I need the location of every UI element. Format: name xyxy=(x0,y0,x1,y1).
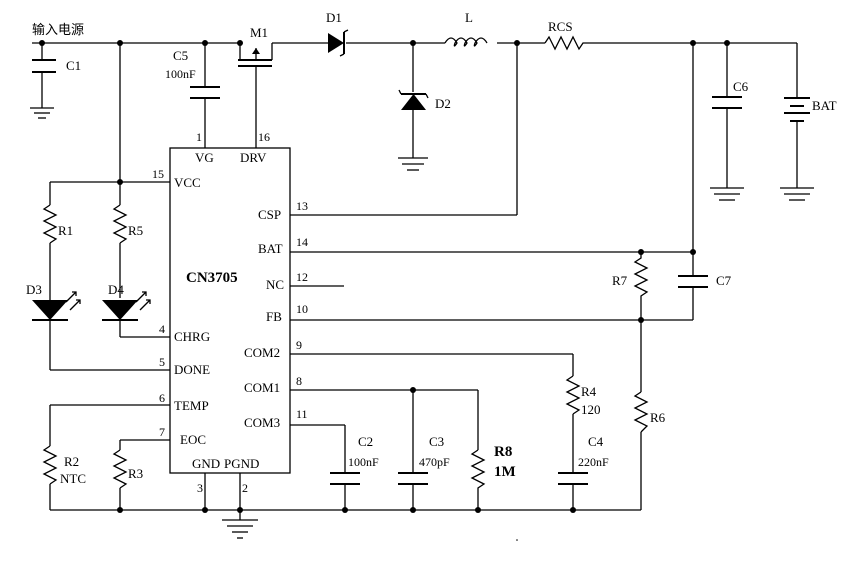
ic-name: CN3705 xyxy=(186,270,238,286)
r8-resistor xyxy=(470,449,486,510)
d2-ground xyxy=(398,157,428,171)
c3-label: C3 xyxy=(429,434,444,449)
pin-com2: COM2 xyxy=(244,345,280,360)
d2-label: D2 xyxy=(435,96,451,111)
pin-done: DONE xyxy=(174,362,210,377)
pin-num-12: 12 xyxy=(296,270,308,284)
c2-label: C2 xyxy=(358,434,373,449)
pin-csp: CSP xyxy=(258,207,281,222)
pin-com3: COM3 xyxy=(244,415,280,430)
pin-num-8: 8 xyxy=(296,374,302,388)
c5-label: C5 xyxy=(173,48,188,63)
bat-label: BAT xyxy=(812,98,837,113)
r5-resistor xyxy=(112,204,128,244)
c6-capacitor xyxy=(712,43,742,188)
r7-label: R7 xyxy=(612,273,628,288)
ic-cn3705 xyxy=(169,147,291,474)
pin-num-2: 2 xyxy=(242,481,248,495)
r2-label: R2 xyxy=(64,454,79,469)
d2-diode xyxy=(398,89,429,110)
r4-label: R4 xyxy=(581,384,597,399)
pin-num-14: 14 xyxy=(296,235,308,249)
c1-capacitor xyxy=(32,40,56,108)
r6-label: R6 xyxy=(650,410,666,425)
bat-ground xyxy=(780,187,814,201)
r4-resistor xyxy=(565,375,581,415)
c3-capacitor xyxy=(398,472,428,485)
pin-num-4: 4 xyxy=(159,322,165,336)
c4-label: C4 xyxy=(588,434,604,449)
r3-resistor xyxy=(112,449,128,489)
l-inductor xyxy=(444,37,488,47)
r2-value: NTC xyxy=(60,471,86,486)
c2-value: 100nF xyxy=(348,455,379,469)
r1-label: R1 xyxy=(58,223,73,238)
m1-label: M1 xyxy=(250,25,268,40)
r2-ntc-resistor xyxy=(42,445,58,485)
r4-value: 120 xyxy=(581,402,601,417)
pin-fb: FB xyxy=(266,309,282,324)
pin-vcc: VCC xyxy=(174,175,201,190)
r8-label: R8 xyxy=(494,444,512,460)
pin-num-10: 10 xyxy=(296,302,308,316)
bat-battery xyxy=(784,43,810,188)
pin-vg: VG xyxy=(195,150,214,165)
pin-eoc: EOC xyxy=(180,432,206,447)
c1-label: C1 xyxy=(66,58,81,73)
r6-resistor xyxy=(633,391,649,433)
c6-ground xyxy=(710,187,744,201)
pin-num-15: 15 xyxy=(152,167,164,181)
main-ground-symbol xyxy=(222,519,258,539)
pin-com1: COM1 xyxy=(244,380,280,395)
r7-resistor xyxy=(633,252,649,320)
pin-nc: NC xyxy=(266,277,284,292)
pin-num-7: 7 xyxy=(159,425,165,439)
c5-value: 100nF xyxy=(165,67,196,81)
rcs-resistor xyxy=(544,35,587,51)
pin-temp: TEMP xyxy=(174,398,209,413)
pin-num-9: 9 xyxy=(296,338,302,352)
c1-ground xyxy=(30,107,54,119)
c7-capacitor xyxy=(678,252,708,320)
c7-label: C7 xyxy=(716,273,732,288)
r8-value: 1M xyxy=(494,464,516,480)
pin-chrg: CHRG xyxy=(174,329,210,344)
pin-num-6: 6 xyxy=(159,391,165,405)
c4-capacitor xyxy=(558,472,588,485)
c4-value: 220nF xyxy=(578,455,609,469)
pin-bat: BAT xyxy=(258,241,283,256)
r1-resistor xyxy=(42,204,58,244)
rcs-label: RCS xyxy=(548,19,573,34)
pin-num-5: 5 xyxy=(159,355,165,369)
d1-diode xyxy=(328,29,349,57)
pin-num-11: 11 xyxy=(296,407,308,421)
r3-label: R3 xyxy=(128,466,143,481)
pin-num-3: 3 xyxy=(197,481,203,495)
d1-label: D1 xyxy=(326,10,342,25)
l-label: L xyxy=(465,10,473,25)
input-source-label: 输入电源 xyxy=(32,22,84,38)
pin-num-1: 1 xyxy=(196,130,202,144)
pin-num-16: 16 xyxy=(258,130,270,144)
c6-label: C6 xyxy=(733,79,749,94)
d4-label: D4 xyxy=(108,282,124,297)
pin-drv: DRV xyxy=(240,150,267,165)
c2-capacitor xyxy=(330,472,360,485)
c3-value: 470pF xyxy=(419,455,450,469)
m1-mosfet xyxy=(237,40,273,148)
pin-num-13: 13 xyxy=(296,199,308,213)
d3-label: D3 xyxy=(26,282,42,297)
pin-pgnd: PGND xyxy=(224,456,259,471)
pin-gnd: GND xyxy=(192,456,220,471)
r5-label: R5 xyxy=(128,223,143,238)
